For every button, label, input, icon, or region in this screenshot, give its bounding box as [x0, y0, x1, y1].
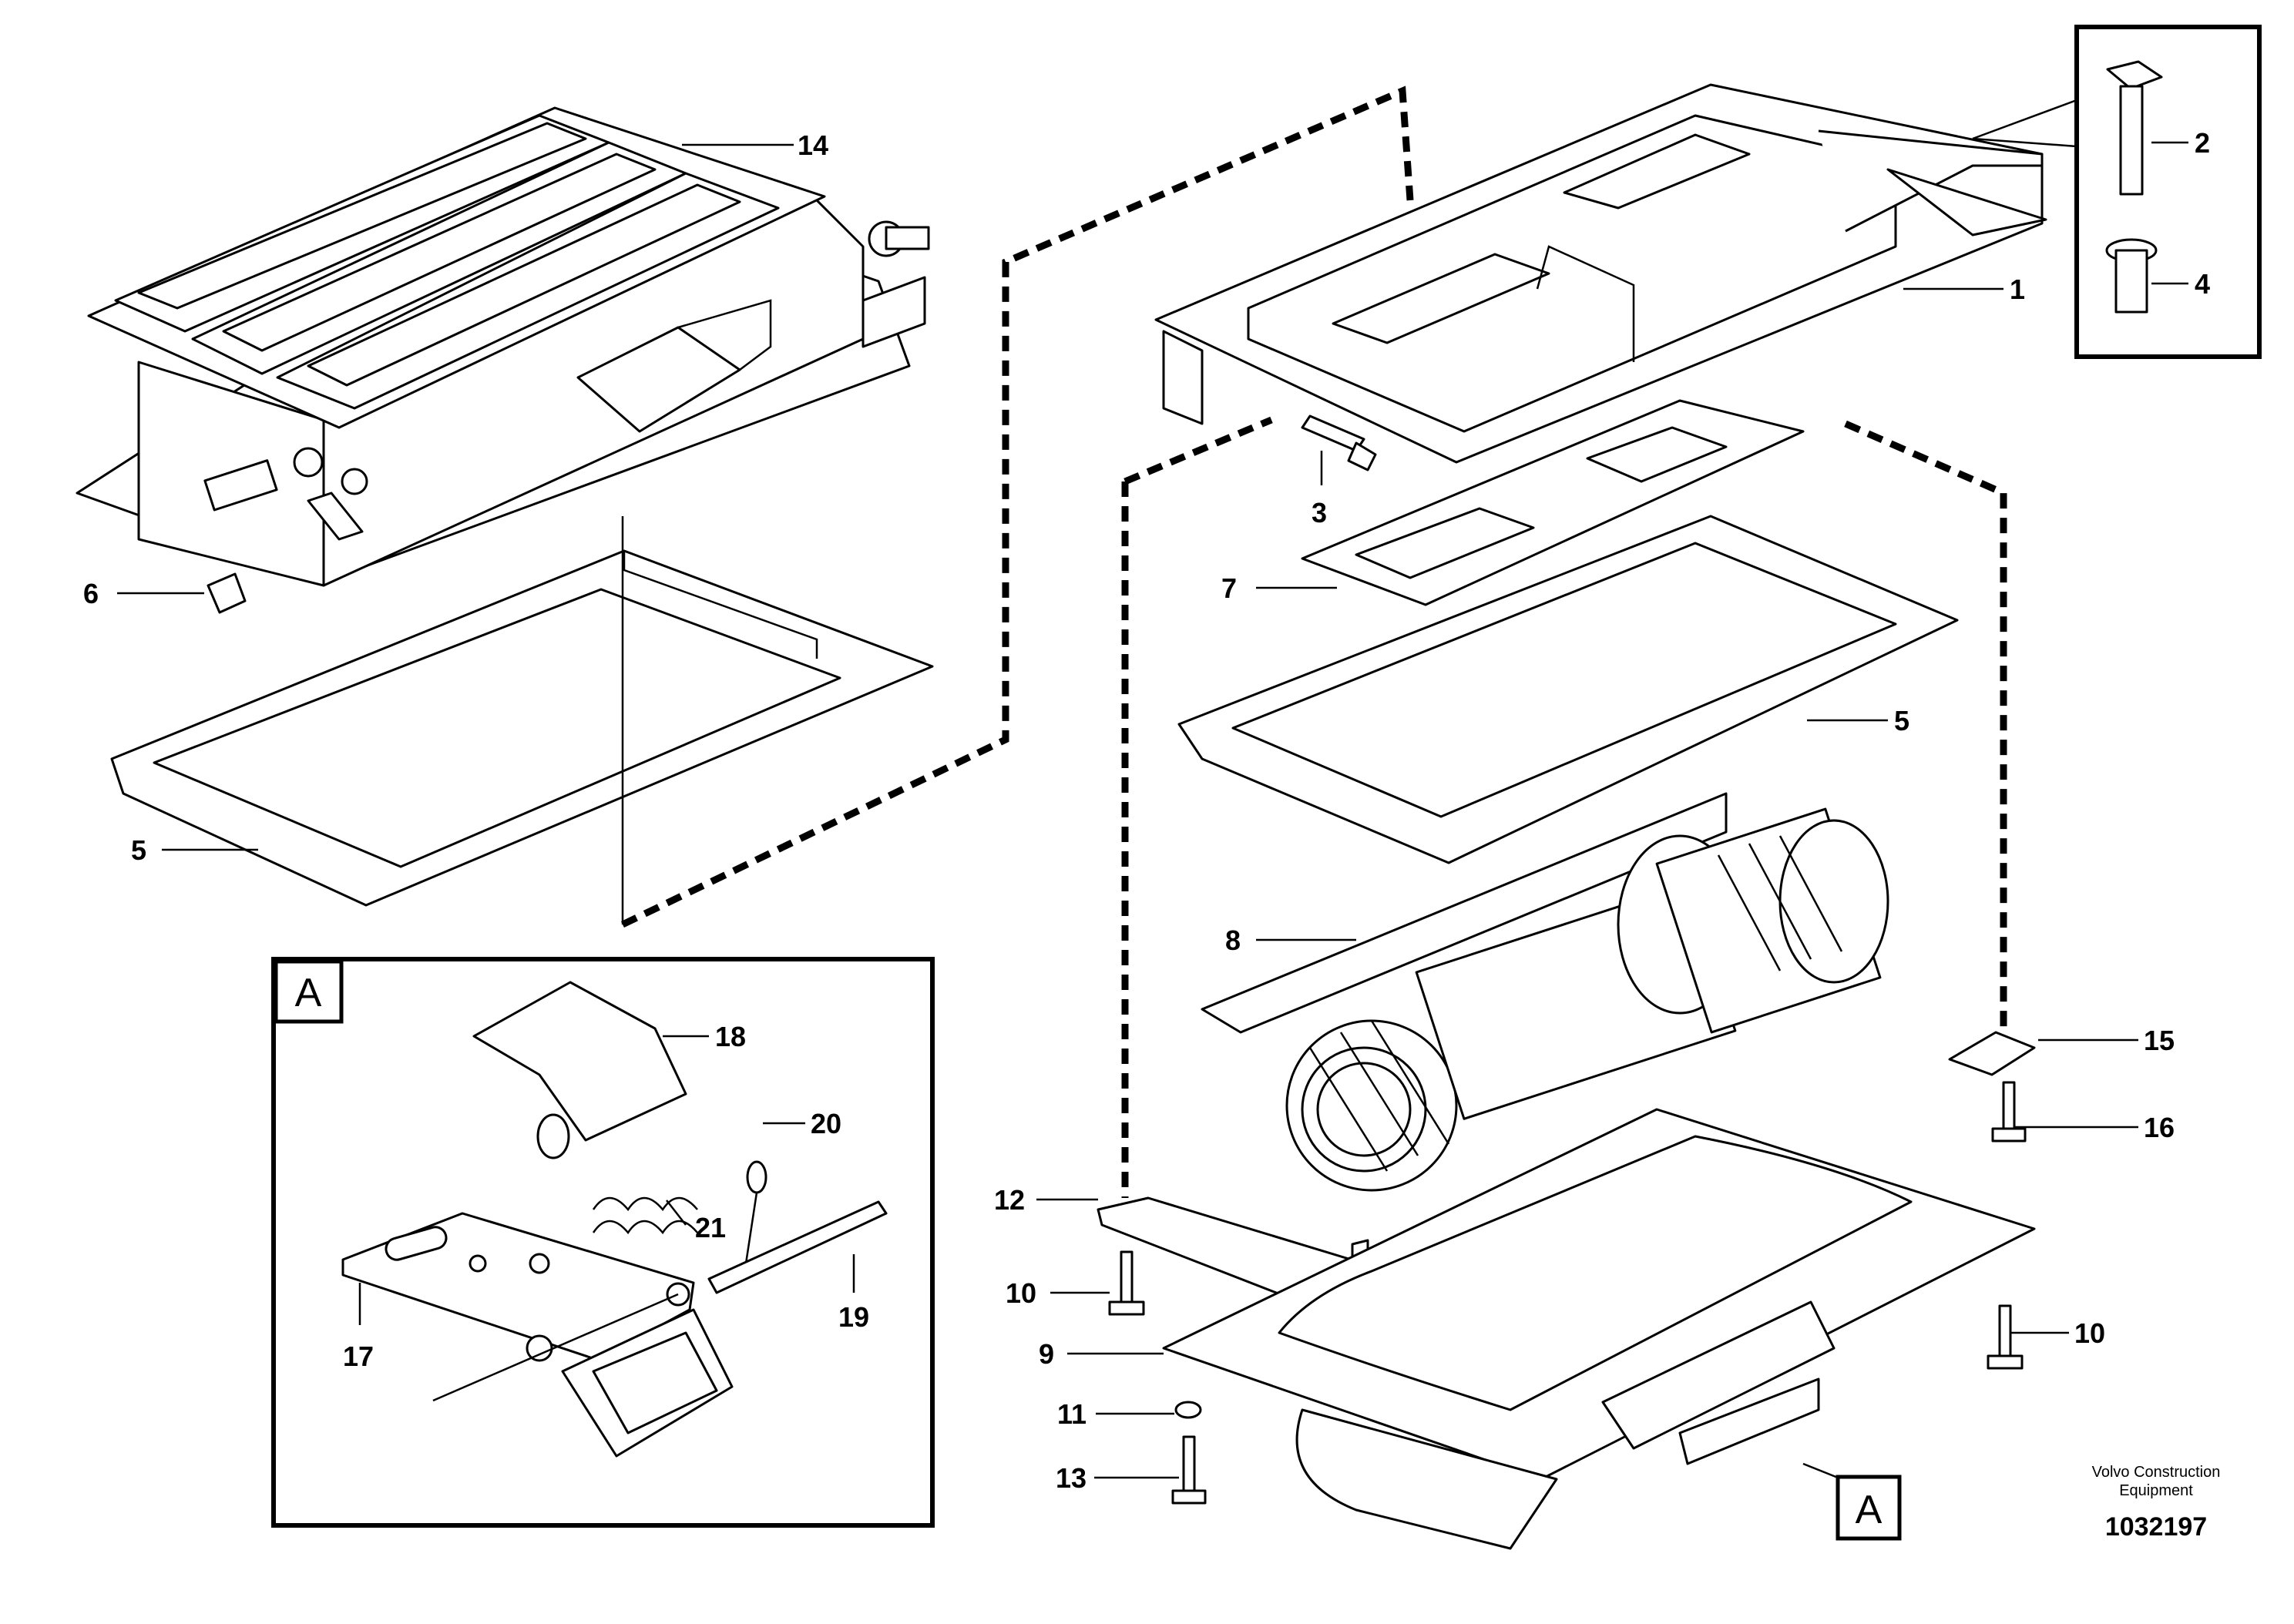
callout-11: 11: [1057, 1398, 1087, 1430]
detail-a-label: A: [295, 971, 322, 1015]
clip-6: [207, 572, 247, 614]
detail-a-label-box: [274, 959, 344, 1024]
fastener-10-left: [1108, 1250, 1145, 1316]
blower-8: [1201, 792, 1889, 1192]
plate-17: [341, 1212, 734, 1458]
ref-a-box: [1836, 1475, 1902, 1541]
credit-line-2: Equipment: [2119, 1482, 2193, 1499]
callout-9: 9: [1039, 1338, 1054, 1370]
callout-10-right: 10: [2074, 1317, 2105, 1349]
document-number: 1032197: [2105, 1512, 2207, 1542]
callout-17: 17: [343, 1340, 374, 1372]
callout-20: 20: [811, 1108, 841, 1139]
pin-20: [744, 1160, 767, 1264]
callout-18: 18: [715, 1021, 746, 1052]
fastener-10-right: [1987, 1304, 2024, 1370]
leader-lines: [117, 141, 2188, 1481]
assembly-axis-line: [432, 1293, 679, 1402]
callout-21: 21: [695, 1212, 726, 1243]
dashed-guides: [621, 86, 2007, 1198]
washer-11: [1174, 1401, 1202, 1419]
flap-18: [472, 981, 687, 1159]
inset-pointer-2: [1972, 137, 2077, 148]
callout-7: 7: [1221, 572, 1237, 604]
callout-6: 6: [83, 578, 99, 609]
bolt-2: [2106, 60, 2163, 196]
callout-5-left: 5: [131, 834, 146, 866]
cover-plate: [1154, 83, 2047, 464]
callout-4: 4: [2195, 268, 2210, 300]
gasket-7: [1301, 399, 1805, 606]
callout-1: 1: [2010, 273, 2025, 305]
bracket-15: [1948, 1031, 2036, 1076]
rod-19: [707, 1200, 888, 1294]
credit-line-1: Volvo Construction: [2092, 1464, 2221, 1481]
bolt-3: [1301, 414, 1377, 471]
spring-21: [592, 1196, 698, 1235]
callout-14: 14: [798, 129, 828, 161]
callout-2: 2: [2195, 127, 2210, 159]
housing-bottom-9: [1162, 1108, 2036, 1550]
screw-13: [1171, 1435, 1207, 1505]
spacer-4: [2105, 238, 2158, 314]
callout-labels: 14 1 2 4 3 6 7 5 5 8 18 20 21 19 17 12 1…: [83, 127, 2210, 1494]
callout-19: 19: [838, 1301, 869, 1333]
inset-box-fasteners: [2074, 25, 2262, 359]
callout-13: 13: [1056, 1462, 1087, 1494]
gasket-left: [110, 549, 934, 907]
screw-16: [1991, 1081, 2027, 1143]
detail-box-a: [271, 957, 935, 1528]
callout-16: 16: [2144, 1112, 2175, 1143]
ref-a-label: A: [1856, 1488, 1883, 1532]
inset-pointer: [1972, 99, 2077, 140]
gasket-right: [1177, 515, 1959, 864]
callout-10-left: 10: [1006, 1277, 1036, 1309]
callout-5-right: 5: [1894, 705, 1909, 737]
callout-12: 12: [994, 1184, 1025, 1216]
heater-housing: [76, 106, 930, 587]
callout-3: 3: [1312, 497, 1327, 528]
callout-8: 8: [1225, 924, 1241, 956]
callout-15: 15: [2144, 1025, 2175, 1056]
